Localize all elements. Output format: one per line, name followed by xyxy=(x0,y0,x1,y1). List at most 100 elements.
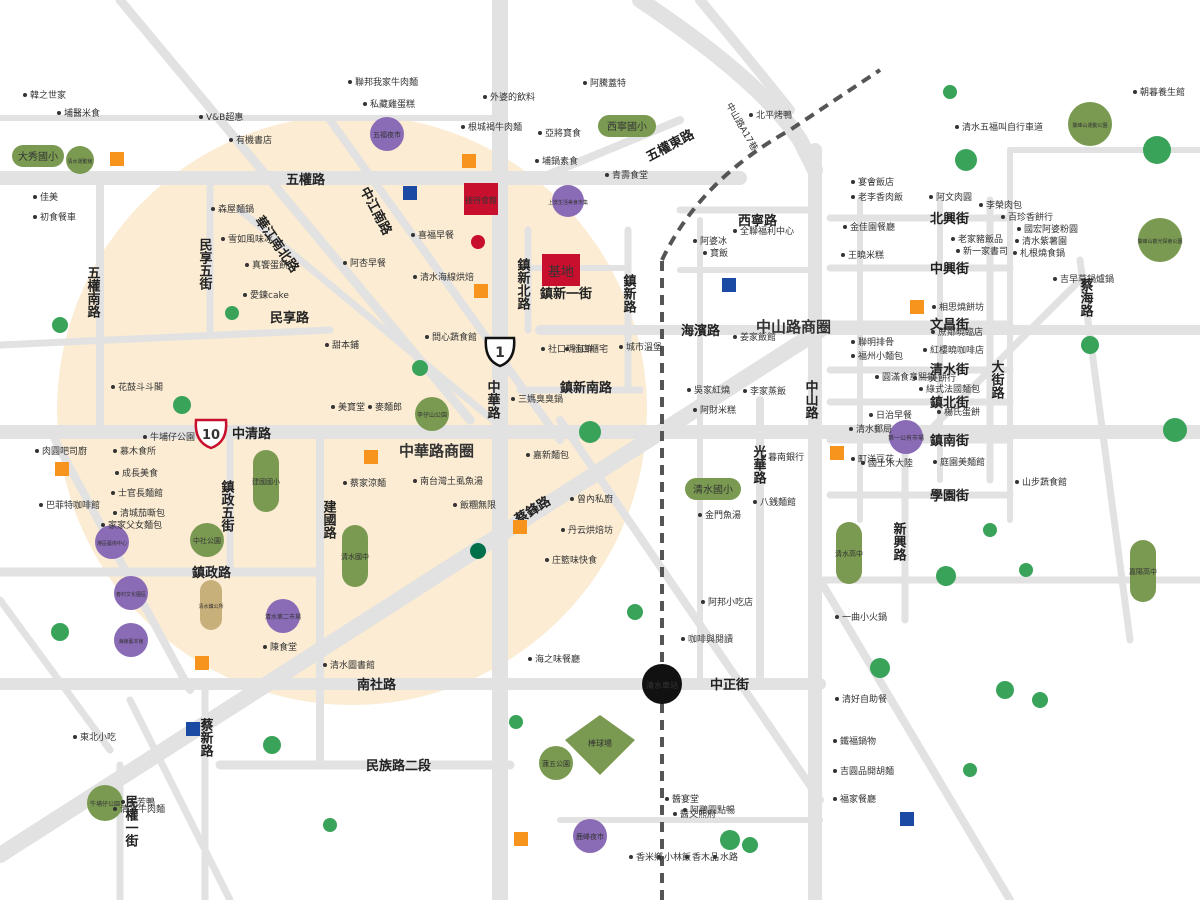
poi[interactable]: 小林飯 xyxy=(657,851,691,863)
poi[interactable]: 喜福早餐 xyxy=(411,229,454,241)
park-lizaishan[interactable]: 李仔山公園 xyxy=(415,397,449,431)
poi[interactable]: 初食餐車 xyxy=(33,211,76,223)
poi[interactable]: 暮南銀行 xyxy=(761,451,804,463)
market-wufu-night[interactable]: 五福夜市 xyxy=(370,117,404,151)
school-qingshui-hs[interactable]: 清水高中 xyxy=(835,522,863,584)
school-jianguo[interactable]: 建國國小 xyxy=(252,450,280,512)
poi[interactable]: 巴菲特咖啡館 xyxy=(39,499,100,511)
poi[interactable]: 國土木大陸 xyxy=(861,457,913,469)
poi[interactable]: 町洋豆花 xyxy=(851,453,894,465)
poi[interactable]: 社口瑪海鮮 xyxy=(541,343,593,355)
food-market[interactable]: 上當生活美食市集 xyxy=(548,185,588,217)
poi[interactable]: 鐵福鍋物 xyxy=(833,735,876,747)
poi[interactable]: 醬文熊府 xyxy=(673,808,716,820)
poi[interactable]: 清水海線烘焙 xyxy=(413,271,474,283)
poi[interactable]: 水路 xyxy=(713,851,738,863)
poi[interactable]: 吉早草鍋爐鍋 xyxy=(1053,273,1114,285)
poi[interactable]: 八銭麵館 xyxy=(753,496,796,508)
poi[interactable]: 花鼓斗斗閣 xyxy=(111,381,163,393)
poi[interactable]: 士官長麵館 xyxy=(111,487,163,499)
poi[interactable]: 清水圖書館 xyxy=(323,659,375,671)
poi[interactable]: 清水郵局 xyxy=(849,423,892,435)
welcome-center[interactable]: 接待會館 xyxy=(464,183,498,215)
poi[interactable]: 國宏阿婆粉圓 xyxy=(1017,223,1078,235)
poi[interactable]: 真饗蛋餅 xyxy=(245,259,288,271)
poi[interactable]: 姜家飯館 xyxy=(733,331,776,343)
poi[interactable]: 曾內私廚 xyxy=(570,493,613,505)
poi[interactable]: 金佳園餐廳 xyxy=(843,221,895,233)
poi[interactable]: 日治早餐 xyxy=(869,409,912,421)
poi[interactable]: 全聯福利中心 xyxy=(733,225,794,237)
park-aofeng-sport[interactable]: 鰲峰山運動公園 xyxy=(1068,102,1112,146)
poi[interactable]: 私藏雞蛋糕 xyxy=(363,98,415,110)
station-marker[interactable]: 清水車站 xyxy=(642,664,682,704)
poi[interactable]: 庭園美麵館 xyxy=(933,456,985,468)
poi[interactable]: 陳食堂 xyxy=(263,641,297,653)
market-second[interactable]: 清水第二市場 xyxy=(265,599,301,633)
poi[interactable]: 楊氏蛋餅 xyxy=(937,406,980,418)
baseball-field[interactable]: 棒球場 xyxy=(565,715,635,775)
culture-chuncun[interactable]: 春村文化園區 xyxy=(114,576,148,610)
poi[interactable]: 吳家紅燒 xyxy=(687,384,730,396)
poi[interactable]: 阿杏早餐 xyxy=(343,257,386,269)
poi[interactable]: 清城茄嘶包 xyxy=(113,507,165,519)
poi[interactable]: 阿財米糕 xyxy=(693,404,736,416)
poi[interactable]: V&B超惠 xyxy=(199,111,243,123)
poi[interactable]: 根城褐牛肉麵 xyxy=(461,121,522,133)
poi[interactable]: 寶飯 xyxy=(703,247,728,259)
poi[interactable]: 宴會飯店 xyxy=(851,176,894,188)
poi[interactable]: 牛埔仔公園 xyxy=(143,431,195,443)
poi[interactable]: 愛鍊cake xyxy=(243,289,289,301)
poi[interactable]: 醬宴堂 xyxy=(665,793,699,805)
poi[interactable]: 飯糰無限 xyxy=(453,499,496,511)
poi[interactable]: 清水牛肉麵 xyxy=(113,803,165,815)
school-qingshui-jr[interactable]: 清水國中 xyxy=(341,525,369,587)
market-lufeng-night[interactable]: 鹿峰夜市 xyxy=(573,819,607,853)
poi[interactable]: 南台灣土虱魚湯 xyxy=(413,475,483,487)
poi[interactable]: 相思燒餅坊 xyxy=(932,301,984,313)
market-first[interactable]: 第一公有市場 xyxy=(888,420,924,454)
poi[interactable]: 老家豬飯品 xyxy=(951,233,1003,245)
poi[interactable]: 韓之世家 xyxy=(23,89,66,101)
poi[interactable]: 成長美食 xyxy=(115,467,158,479)
culture-haixian[interactable]: 海線藝本館 xyxy=(114,623,148,657)
park-zhongshe[interactable]: 中社公園 xyxy=(190,523,224,557)
poi[interactable]: 北平烤鴨 xyxy=(749,109,792,121)
poi[interactable]: 蔡家涼麵 xyxy=(343,477,386,489)
poi[interactable]: 香米鄉 xyxy=(629,851,663,863)
poi[interactable]: 庄籃味快食 xyxy=(545,554,597,566)
town-office[interactable]: 清水鎮公所 xyxy=(198,580,224,630)
poi[interactable]: 蔗鄰曉臨店 xyxy=(931,326,983,338)
poi[interactable]: 阿鵬圓點暢 xyxy=(683,804,735,816)
poi[interactable]: 聯邦我家牛肉麵 xyxy=(348,76,418,88)
poi[interactable]: 城市溫堡 xyxy=(619,341,662,353)
poi[interactable]: 咖啡與閱讀 xyxy=(681,633,733,645)
poi[interactable]: 新一家書司 xyxy=(956,245,1008,257)
poi[interactable]: 金門魚湯 xyxy=(698,509,741,521)
poi[interactable]: 朝暮養生館 xyxy=(1133,86,1185,98)
school-xining[interactable]: 西寧國小 xyxy=(598,115,656,137)
poi[interactable]: 外婆的飲料 xyxy=(483,91,535,103)
poi[interactable]: 紅樓曉咖啡店 xyxy=(923,344,984,356)
poi[interactable]: 圓滿食意關鍋 xyxy=(875,371,936,383)
school-jiayang[interactable]: 嘉陽高中 xyxy=(1129,540,1157,602)
poi[interactable]: 泰芳鴨 xyxy=(121,796,155,808)
poi[interactable]: 埔醫米食 xyxy=(57,107,100,119)
poi[interactable]: 香木品 xyxy=(685,851,719,863)
poi[interactable]: 札根燒食鍋 xyxy=(1013,247,1065,259)
poi[interactable]: 三媽臭臭鍋 xyxy=(511,393,563,405)
poi[interactable]: 美寶堂 xyxy=(331,401,365,413)
poi[interactable]: 阿邦小吃店 xyxy=(701,596,753,608)
poi[interactable]: 麥麵郎 xyxy=(368,401,402,413)
poi[interactable]: 福州小麵包 xyxy=(851,350,903,362)
poi[interactable]: 問心蔬食館 xyxy=(425,331,477,343)
park-lianwu[interactable]: 蓮五公園 xyxy=(539,746,573,780)
poi[interactable]: 李家蒸飯 xyxy=(743,385,786,397)
poi[interactable]: 一曲小火鍋 xyxy=(835,611,887,623)
poi[interactable]: 慕木食所 xyxy=(113,445,156,457)
poi[interactable]: 家家父女麵包 xyxy=(101,519,162,531)
park-niupuzai[interactable]: 牛埔仔公園 xyxy=(87,785,123,821)
poi[interactable]: 吉圓品開胡麵 xyxy=(833,765,894,777)
culture-art-center[interactable]: 港區藝術中心 xyxy=(95,525,129,559)
school-daxiu[interactable]: 大秀國小 xyxy=(12,145,64,167)
